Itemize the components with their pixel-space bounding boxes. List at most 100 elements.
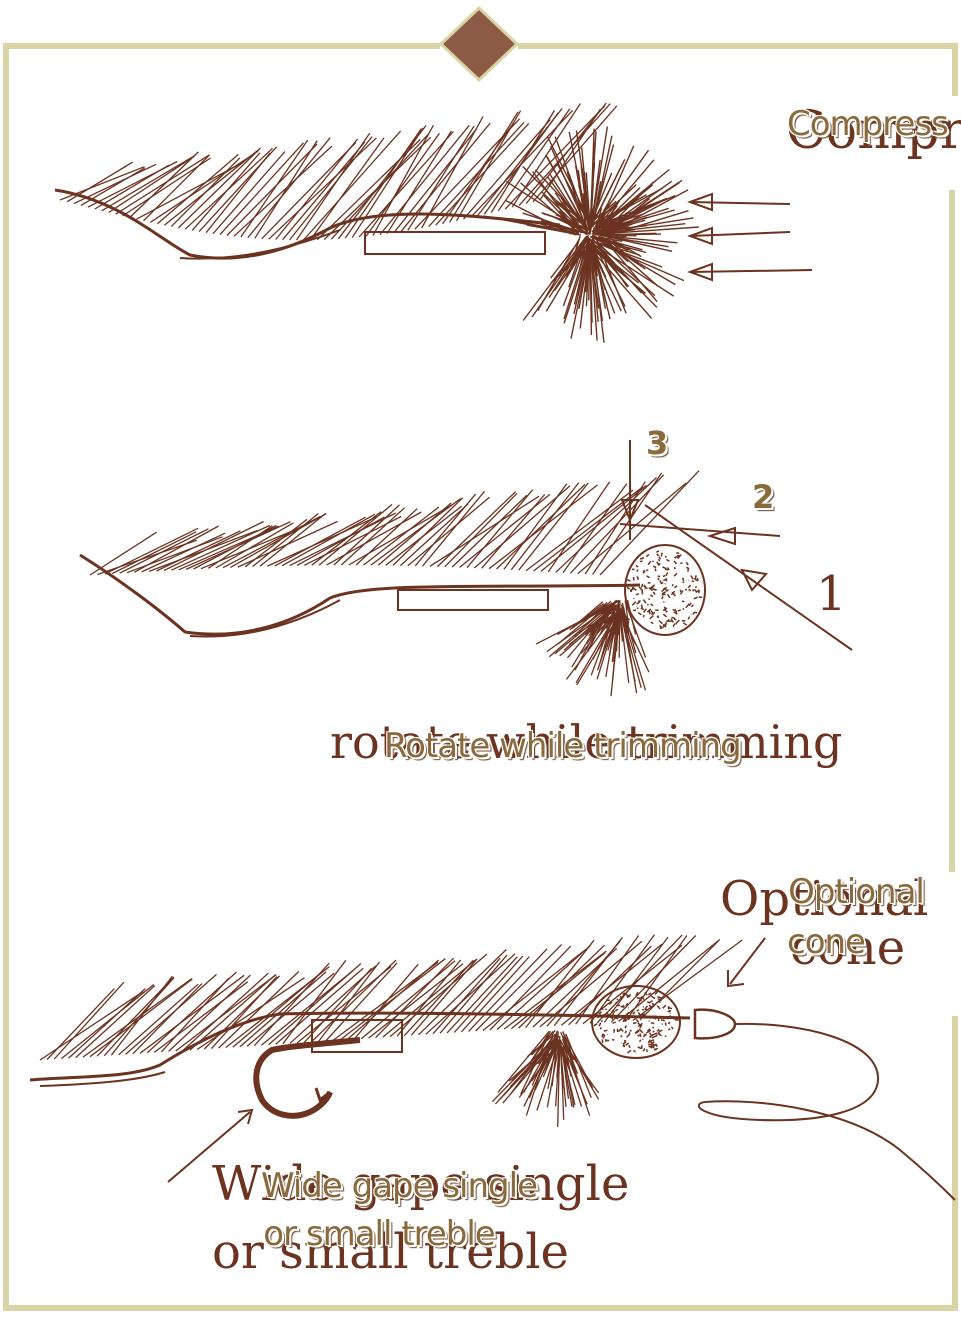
wing-fiber bbox=[120, 529, 209, 573]
head-texture bbox=[641, 608, 644, 610]
head-texture bbox=[689, 603, 691, 606]
head-texture bbox=[683, 578, 684, 581]
head-texture bbox=[636, 566, 638, 567]
head-texture bbox=[695, 589, 697, 592]
head-texture bbox=[621, 1030, 623, 1032]
head-texture bbox=[643, 1007, 644, 1008]
head-texture bbox=[648, 561, 651, 564]
head-texture bbox=[668, 1006, 669, 1009]
diamond-icon bbox=[441, 8, 517, 80]
head-texture bbox=[663, 576, 665, 577]
head-texture bbox=[637, 569, 638, 571]
head-texture bbox=[668, 594, 670, 598]
head-texture bbox=[642, 997, 644, 999]
head-texture bbox=[695, 575, 696, 578]
wing-fiber bbox=[54, 982, 124, 1059]
head-texture bbox=[656, 551, 659, 552]
head-texture bbox=[649, 1001, 652, 1003]
head-texture bbox=[651, 996, 655, 998]
label-compress: Compress bbox=[787, 104, 948, 144]
head-texture bbox=[638, 613, 642, 615]
head-texture bbox=[636, 1020, 638, 1023]
head-texture bbox=[647, 604, 648, 605]
head-texture bbox=[694, 578, 697, 580]
wing-fiber bbox=[519, 483, 589, 570]
head-texture bbox=[604, 1030, 608, 1031]
head-texture bbox=[665, 1018, 666, 1020]
head-texture bbox=[675, 567, 676, 569]
wing-fiber bbox=[290, 137, 373, 240]
label-optional: Optional bbox=[776, 872, 936, 912]
wing-fiber bbox=[347, 960, 439, 1039]
head-texture bbox=[668, 1011, 671, 1012]
wing-fiber bbox=[240, 972, 326, 1047]
head-texture bbox=[666, 572, 667, 575]
wing-fiber bbox=[489, 485, 597, 569]
head-texture bbox=[627, 1034, 631, 1038]
head-texture bbox=[655, 569, 656, 572]
head-texture bbox=[686, 604, 689, 608]
hackle-fiber bbox=[547, 157, 583, 223]
head-texture bbox=[694, 597, 698, 599]
head-texture bbox=[602, 1034, 603, 1038]
head-texture bbox=[665, 556, 666, 558]
head-texture bbox=[599, 1013, 601, 1014]
head-texture bbox=[640, 561, 643, 562]
head-texture bbox=[653, 566, 656, 567]
head-texture bbox=[599, 1015, 600, 1017]
head-texture bbox=[599, 1023, 601, 1026]
head-texture bbox=[651, 622, 653, 624]
head-texture bbox=[691, 605, 693, 607]
head-texture bbox=[648, 993, 651, 995]
head-texture bbox=[650, 1041, 652, 1042]
head-texture bbox=[638, 1035, 640, 1036]
head-texture bbox=[663, 1005, 666, 1008]
head-texture bbox=[602, 1007, 603, 1010]
wing-fiber bbox=[440, 955, 507, 1033]
frame-border-top-right bbox=[518, 46, 955, 96]
wing-fiber bbox=[576, 936, 639, 1025]
frame bbox=[6, 8, 955, 1308]
head-texture bbox=[633, 1023, 637, 1024]
wing-fiber bbox=[60, 167, 145, 200]
wing-fiber bbox=[393, 498, 463, 566]
wing-fiber bbox=[415, 494, 475, 566]
head-texture bbox=[622, 1007, 624, 1008]
wing-fiber bbox=[171, 525, 270, 570]
head-texture bbox=[657, 997, 661, 998]
head-texture bbox=[688, 617, 690, 620]
head-texture bbox=[649, 599, 650, 600]
handwritten-step-1: 1 bbox=[816, 566, 847, 622]
head-texture bbox=[644, 571, 646, 572]
head-texture bbox=[653, 1031, 655, 1032]
head-texture bbox=[640, 1040, 641, 1042]
label-step-3: 3 bbox=[646, 424, 667, 462]
head-texture bbox=[661, 1020, 665, 1022]
wing-fiber bbox=[317, 139, 420, 239]
head-texture bbox=[662, 583, 664, 584]
head-texture bbox=[647, 576, 650, 578]
head-texture bbox=[653, 1033, 657, 1035]
head-texture bbox=[626, 1043, 629, 1045]
head-texture bbox=[632, 602, 636, 606]
hackle-fiber bbox=[591, 199, 592, 230]
head-texture bbox=[649, 611, 650, 615]
head-texture bbox=[697, 578, 698, 581]
head-texture bbox=[637, 602, 640, 604]
head-texture bbox=[660, 580, 661, 584]
head-texture bbox=[639, 1012, 641, 1015]
wing-fiber bbox=[400, 504, 468, 566]
wing-fiber bbox=[134, 526, 218, 572]
head-texture bbox=[693, 612, 695, 614]
wing-fiber bbox=[611, 936, 695, 1022]
head-texture bbox=[683, 582, 685, 583]
head-texture bbox=[673, 610, 676, 611]
head-texture bbox=[643, 1049, 645, 1052]
head-texture bbox=[625, 1031, 626, 1033]
head-texture bbox=[642, 584, 643, 588]
fly-drawing-1 bbox=[55, 103, 812, 343]
hackle-fiber bbox=[566, 1034, 592, 1098]
head-texture bbox=[614, 1031, 615, 1033]
head-texture bbox=[628, 1050, 632, 1053]
